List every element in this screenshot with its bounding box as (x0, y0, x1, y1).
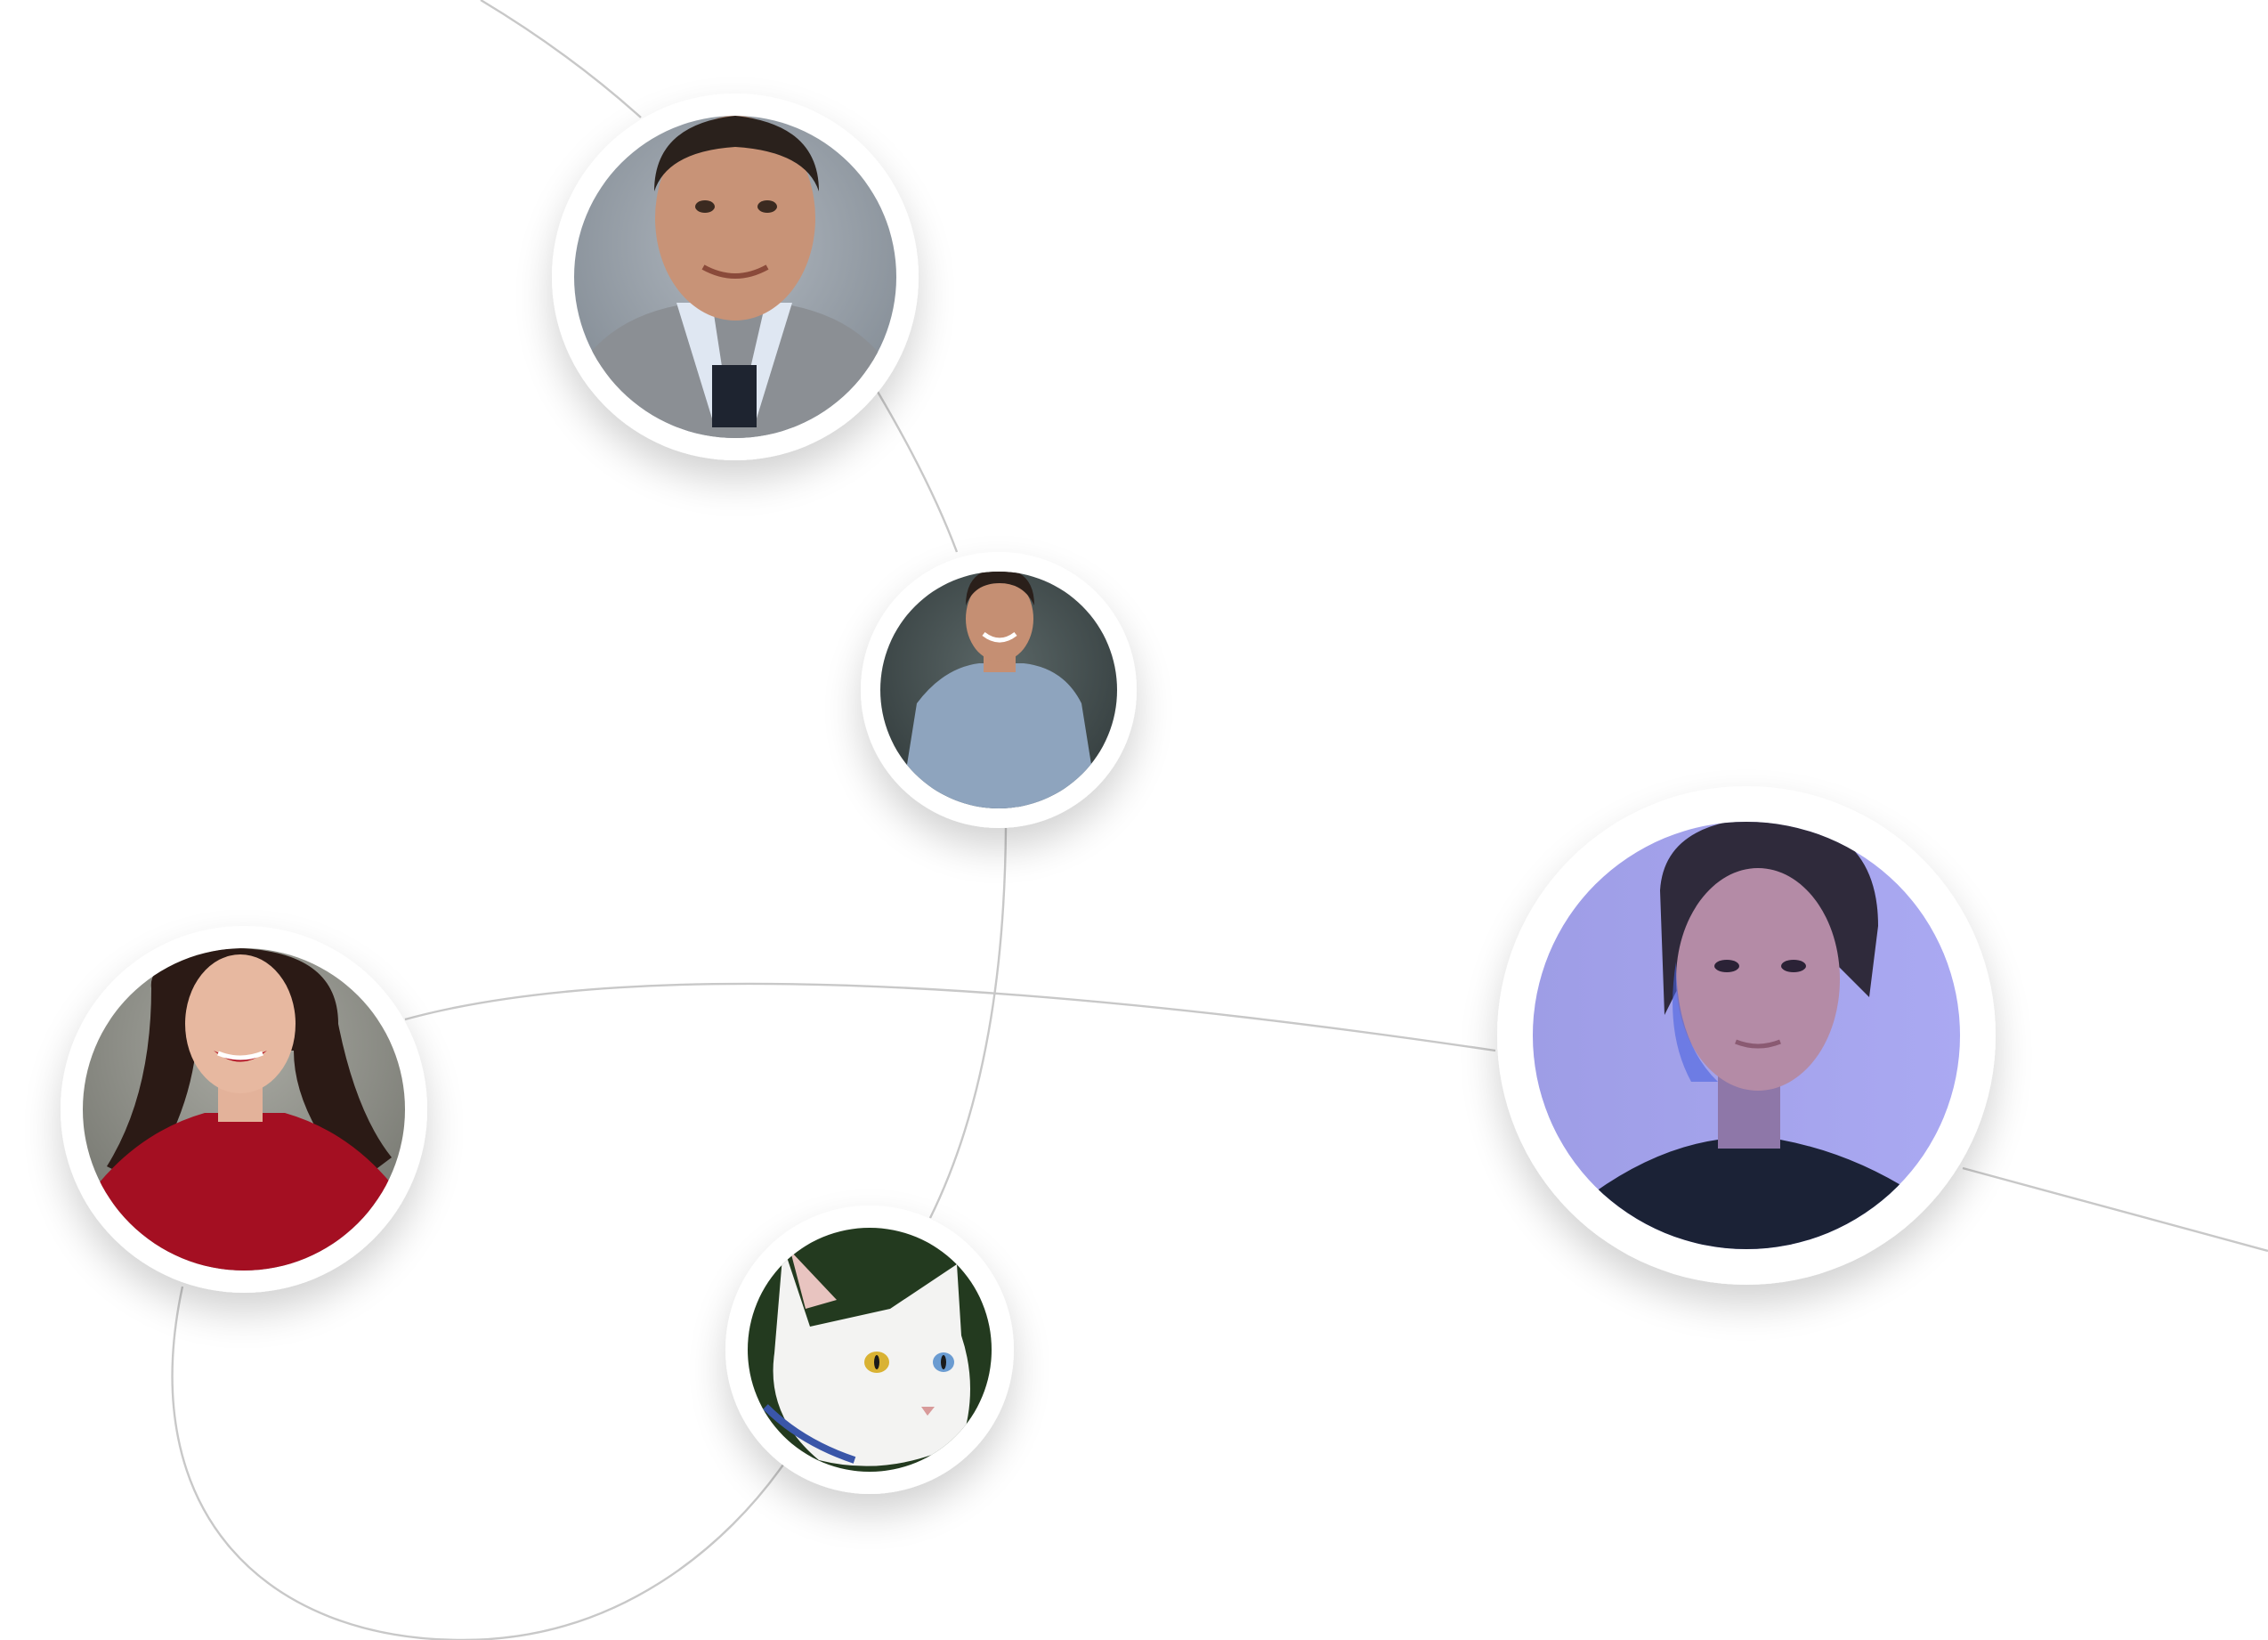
link-woman-red-to-cat (171, 1286, 784, 1640)
avatar-node-man-blue-shirt[interactable] (861, 552, 1137, 828)
link-top-left-to-man-gray (480, 0, 642, 118)
avatar-node-man-gray-sweater[interactable] (552, 93, 919, 460)
connection-lines (171, 0, 2268, 1640)
avatar-photo (83, 948, 405, 1271)
avatar-photo (1533, 822, 1960, 1249)
link-woman-blue-to-right-edge (1962, 1166, 2268, 1253)
link-man-blue-to-cat (928, 827, 1008, 1219)
avatar-node-white-cat[interactable] (725, 1206, 1014, 1494)
link-man-gray-to-man-blue (876, 391, 959, 553)
avatar-photo (748, 1228, 992, 1472)
avatar-node-woman-blue-light[interactable] (1497, 786, 1996, 1285)
avatar-photo (880, 572, 1117, 808)
link-woman-red-to-woman-blue (404, 982, 1496, 1052)
avatar-node-woman-red-top[interactable] (61, 926, 427, 1293)
avatar-photo (574, 116, 896, 438)
